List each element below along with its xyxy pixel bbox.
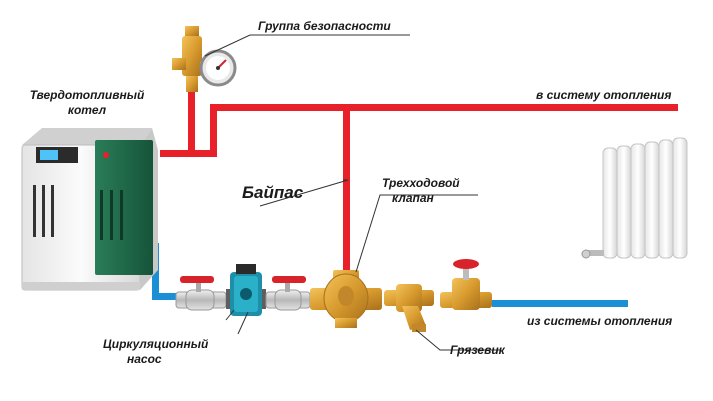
safety-group-leader [204,34,410,57]
gate-valve-icon [440,259,492,310]
boiler-icon [21,128,158,291]
from-heating-label: из системы отопления [527,314,673,328]
boiler-label-line1: Твердотопливный [29,88,145,102]
boiler-label-line2: котел [67,103,107,117]
safety-group-icon [172,26,212,92]
three-way-valve-label-line2: клапан [392,191,434,205]
safety-group-label: Группа безопасности [258,19,391,33]
to-heating-label: в систему отопления [536,88,672,102]
supply-pipes [160,90,678,278]
ball-valve-icon [175,276,227,311]
pump-label-line1: Циркуляционный [103,337,209,351]
circulation-pump-icon [226,264,266,316]
strainer-icon [384,284,434,332]
pressure-gauge-icon [199,49,237,87]
radiator-icon [581,137,688,259]
bypass-label: Байпас [242,183,304,202]
leader-lines [225,179,500,351]
three-way-valve-icon [310,270,382,328]
pump-label-line2: насос [127,352,162,366]
ball-valve-icon [265,276,311,311]
strainer-label: Грязевик [450,343,505,357]
three-way-valve-label-line1: Трехходовой [382,176,460,190]
